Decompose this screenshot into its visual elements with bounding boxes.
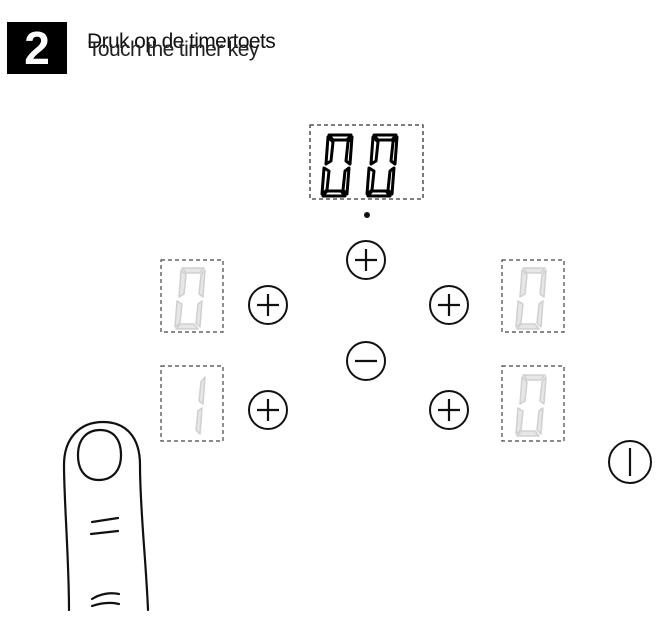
zone-top-right-plus-button[interactable]: [429, 285, 469, 325]
zone-bottom-left-plus-button[interactable]: [248, 390, 288, 430]
plus-icon: [355, 249, 377, 271]
plus-icon: [438, 294, 460, 316]
plus-icon: [438, 399, 460, 421]
zone-display-top-left: [160, 259, 224, 333]
power-button[interactable]: [608, 440, 652, 484]
finger-illustration: [62, 420, 150, 612]
zone-display-bottom-right: [501, 365, 565, 442]
timer-plus-button[interactable]: [346, 240, 386, 280]
timer-display: [309, 124, 424, 200]
plus-icon: [257, 399, 279, 421]
zone-bottom-right-plus-button[interactable]: [429, 390, 469, 430]
plus-icon: [257, 294, 279, 316]
timer-indicator-dot: [364, 212, 370, 218]
zone-display-bottom-left: [160, 365, 224, 442]
instruction-text-nl: Druk op de timertoets: [87, 30, 276, 53]
instruction-text-en: Touch the timer key: [88, 38, 259, 61]
timer-digit-2: [365, 133, 399, 198]
timer-digit-1: [320, 133, 354, 198]
minus-button[interactable]: [346, 341, 386, 381]
zone-top-left-plus-button[interactable]: [248, 285, 288, 325]
step-number-badge: 2: [7, 22, 67, 74]
zone-display-top-right: [501, 259, 565, 333]
